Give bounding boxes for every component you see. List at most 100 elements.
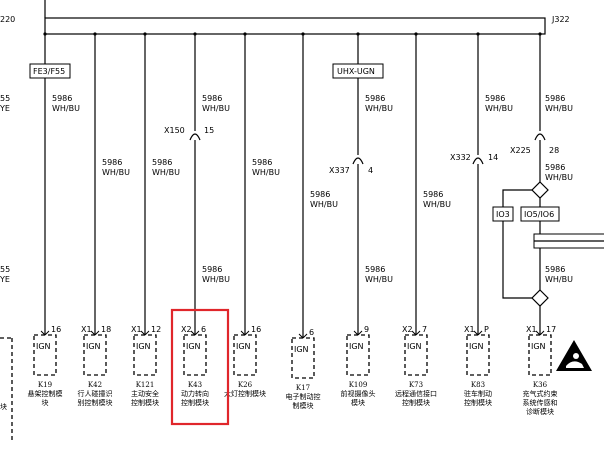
module-box (528, 334, 552, 376)
pin-label: 6 (201, 325, 206, 334)
module-code: K83 (471, 381, 485, 389)
ign-label: IGN (294, 345, 309, 354)
module-box (466, 334, 490, 376)
module-name-line: 悬架控制模 (28, 389, 63, 398)
connector-label: X1 (464, 325, 475, 334)
module-code: K121 (136, 381, 155, 389)
svg-text:WH/BU: WH/BU (52, 104, 80, 113)
svg-text:WH/BU: WH/BU (202, 104, 230, 113)
module-name-line: 主动安全 (131, 389, 159, 398)
module-code: K109 (349, 381, 368, 389)
wires (44, 34, 541, 338)
wire-labels-upper: 5986 WH/BU 5986 WH/BU 5986 WH/BU 5986 WH… (52, 94, 573, 209)
module-box (291, 337, 315, 379)
wire-labels-lower: 5986 WH/BU 5986 WH/BU 5986 WH/BU (202, 265, 573, 284)
svg-text:5986: 5986 (152, 158, 172, 167)
highlight-k43 (170, 308, 230, 426)
module-box (404, 334, 428, 376)
module-name-line: 控制模块 (181, 398, 209, 407)
ign-label: IGN (407, 342, 422, 351)
module-box (346, 334, 370, 376)
pin-label: 9 (364, 325, 369, 334)
module-name-line: 电子制动控 (286, 392, 321, 401)
svg-text:5986: 5986 (202, 94, 222, 103)
splice-arcs (189, 133, 546, 165)
pin-label: 17 (546, 325, 556, 334)
pin-label: 16 (51, 325, 61, 334)
left-edge-a1: 55 (0, 94, 10, 103)
ign-label: IGN (36, 342, 51, 351)
module-box (33, 334, 57, 376)
connector-label: X1 (81, 325, 92, 334)
ign-label: IGN (186, 342, 201, 351)
module-code: K26 (238, 381, 253, 389)
splice-x150-name: X150 (164, 126, 185, 135)
io-box-io5: IO5/IO6 (524, 210, 554, 219)
connector-label: X2 (181, 325, 192, 334)
svg-text:5986: 5986 (365, 265, 385, 274)
module-box (133, 334, 157, 376)
svg-text:WH/BU: WH/BU (152, 168, 180, 177)
bus-left-label: 220 (0, 15, 15, 24)
left-fragment-text: 块 (0, 402, 7, 411)
module-name-line: 模块 (351, 398, 365, 407)
module-code: K42 (88, 381, 102, 389)
splice-x225-pin: 28 (549, 146, 559, 155)
svg-text:5986: 5986 (102, 158, 122, 167)
module-code: K36 (533, 381, 548, 389)
svg-text:WH/BU: WH/BU (365, 104, 393, 113)
module-code: K43 (188, 381, 202, 389)
pin-label: 12 (151, 325, 161, 334)
svg-text:WH/BU: WH/BU (310, 200, 338, 209)
module-name-line: 系统传感和 (523, 398, 558, 407)
module-name-line: 驻车制动 (464, 389, 492, 398)
module-box (233, 334, 257, 376)
pin-label: P (484, 325, 489, 334)
svg-text:WH/BU: WH/BU (423, 200, 451, 209)
splice-x332-pin: 14 (488, 153, 498, 162)
splice-x225-name: X225 (510, 146, 531, 155)
left-edge-a2: YE (0, 104, 10, 113)
svg-text:WH/BU: WH/BU (545, 104, 573, 113)
io-box-io3: IO3 (496, 210, 510, 219)
svg-text:5986: 5986 (545, 94, 565, 103)
svg-text:WH/BU: WH/BU (545, 173, 573, 182)
svg-text:5986: 5986 (310, 190, 330, 199)
splice-x337-pin: 4 (368, 166, 373, 175)
svg-text:WH/BU: WH/BU (365, 275, 393, 284)
pin-label: 6 (309, 328, 314, 337)
module-name-line: 诊断模块 (526, 407, 554, 416)
ign-label: IGN (236, 342, 251, 351)
svg-text:5986: 5986 (423, 190, 443, 199)
connector-label: X2 (402, 325, 413, 334)
airbag-warning-icon (556, 340, 592, 371)
left-edge-b2: YE (0, 275, 10, 284)
svg-text:5986: 5986 (485, 94, 505, 103)
module-name-line: 别控制模块 (78, 398, 113, 407)
ign-label: IGN (531, 342, 546, 351)
module-name-line: 制模块 (293, 401, 314, 410)
connector-label: X1 (526, 325, 537, 334)
pin-label: 18 (101, 325, 111, 334)
svg-text:WH/BU: WH/BU (102, 168, 130, 177)
module-name-line: 充气式约束 (523, 389, 558, 398)
module-box (183, 334, 207, 376)
svg-text:5986: 5986 (545, 265, 565, 274)
pin-label: 16 (251, 325, 261, 334)
splice-x332-name: X332 (450, 153, 471, 162)
fuse-fe3-box (29, 63, 71, 79)
module-name-line: 控制模块 (464, 398, 492, 407)
module-name-line: 行人碰撞识 (78, 389, 113, 398)
module-code: K73 (409, 381, 423, 389)
ign-label: IGN (349, 342, 364, 351)
